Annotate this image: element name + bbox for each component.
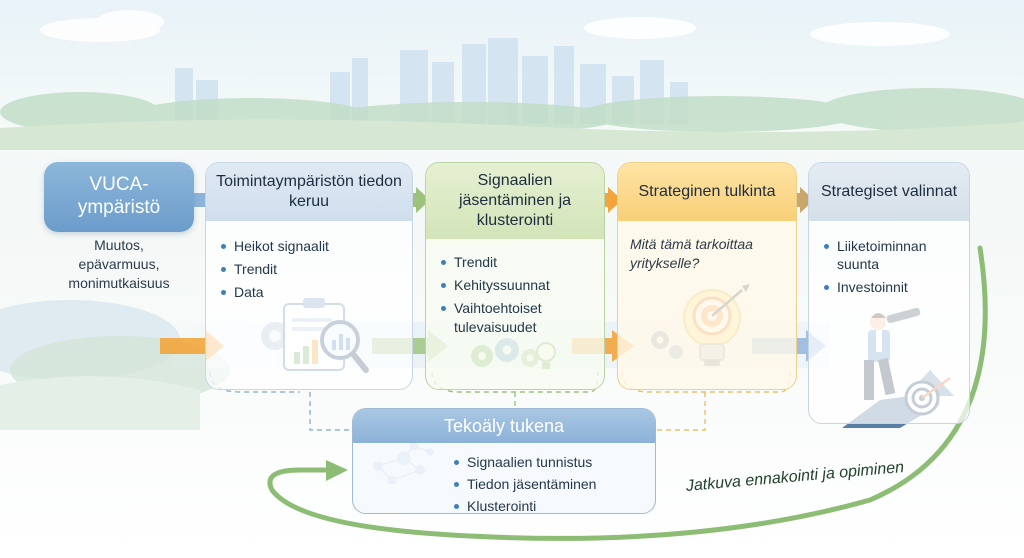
step-collect-list: Heikot signaalit Trendit Data [220, 237, 404, 307]
misty-hills [0, 300, 230, 430]
list-item: Data [220, 283, 404, 301]
list-item: Vaihtoehtoiset tulevaisuudet [440, 299, 596, 335]
list-item: Investoinnit [823, 278, 961, 296]
loop-arrow-head [326, 460, 348, 481]
list-item: Klusterointi [453, 497, 647, 513]
step-structure-list: Trendit Kehityssuunnat Vaihtoehtoiset tu… [440, 253, 596, 341]
ai-support-list: Signaalien tunnistus Tiedon jäsentäminen… [453, 453, 647, 513]
step-interpret-question: Mitä tämä tarkoittaa yritykselle? [630, 236, 753, 271]
list-item: Trendit [440, 253, 596, 271]
step-structure-card: Signaalien jäsentäminen ja klusterointi … [425, 162, 605, 390]
step-interpret-card: Strateginen tulkinta Mitä tämä tarkoitta… [617, 162, 797, 390]
step-interpret-title: Strateginen tulkinta [618, 163, 796, 221]
step-choices-title: Strategiset valinnat [809, 163, 969, 221]
vuca-title: VUCA- ympäristö [44, 162, 194, 232]
vuca-description: Muutos, epävarmuus, monimutkaisuus [68, 237, 170, 291]
list-item: Kehityssuunnat [440, 276, 596, 294]
step-collect-title: Toimintaympäristön tiedon keruu [206, 163, 412, 221]
loop-arrow [267, 245, 988, 541]
list-item: Liiketoiminnan suunta [823, 237, 961, 273]
step-choices-card: Strategiset valinnat Liiketoiminnan suun… [808, 162, 970, 424]
list-item: Heikot signaalit [220, 237, 404, 255]
list-item: Signaalien tunnistus [453, 453, 647, 471]
step-choices-list: Liiketoiminnan suunta Investoinnit [823, 237, 961, 302]
ai-support-title: Tekoäly tukena [353, 409, 655, 443]
city-skyline [0, 0, 1024, 150]
step-collect-card: Toimintaympäristön tiedon keruu Heikot s… [205, 162, 413, 390]
ai-support-card: Tekoäly tukena Signaalien tunnistus Tied… [352, 408, 656, 514]
list-item: Trendit [220, 260, 404, 278]
step-structure-title: Signaalien jäsentäminen ja klusterointi [426, 163, 604, 239]
list-item: Tiedon jäsentäminen [453, 475, 647, 493]
